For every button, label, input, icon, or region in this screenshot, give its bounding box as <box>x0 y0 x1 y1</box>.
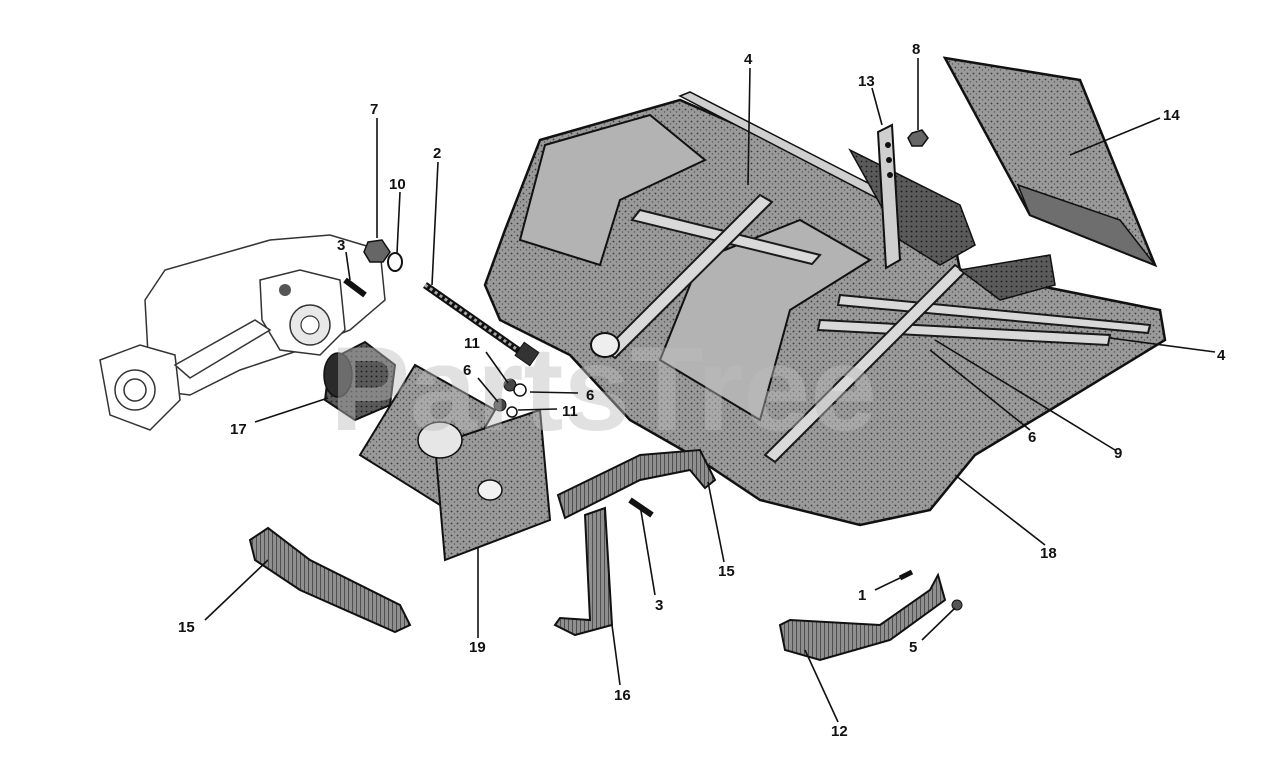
callout-13: 13 <box>858 73 875 90</box>
callout-9: 9 <box>1114 445 1122 462</box>
callouts: 1 2 3 3 4 4 5 6 6 6 7 8 9 10 11 11 12 13… <box>178 41 1226 740</box>
coupling-part-17 <box>323 340 397 422</box>
callout-10: 10 <box>389 176 406 193</box>
tine-part-15-left <box>248 526 412 634</box>
callout-4a: 4 <box>744 51 753 68</box>
leader-lines <box>204 58 1216 723</box>
rear-flap-part-14 <box>942 56 1158 268</box>
callout-6b: 6 <box>586 387 594 404</box>
long-bolt-part-2 <box>422 282 540 367</box>
callout-1: 1 <box>858 587 866 604</box>
engine-gearbox-outline <box>99 234 386 431</box>
callout-16: 16 <box>614 687 631 704</box>
mounting-plate-part-19 <box>358 363 552 562</box>
callout-15b: 15 <box>718 563 735 580</box>
callout-5: 5 <box>909 639 917 656</box>
callout-18: 18 <box>1040 545 1057 562</box>
callout-19: 19 <box>469 639 486 656</box>
tine-part-15-right <box>556 448 717 520</box>
callout-6a: 6 <box>463 362 471 379</box>
callout-2: 2 <box>433 145 441 162</box>
callout-6c: 6 <box>1028 429 1036 446</box>
callout-7: 7 <box>370 101 378 118</box>
callout-17: 17 <box>230 421 247 438</box>
callout-11b: 11 <box>562 403 578 420</box>
callout-12: 12 <box>831 723 848 740</box>
callout-11a: 11 <box>464 335 480 352</box>
callout-14: 14 <box>1163 107 1180 124</box>
callout-4b: 4 <box>1217 347 1226 364</box>
tine-part-16 <box>553 506 614 637</box>
tiller-housing-part-18 <box>483 91 1167 527</box>
callout-3a: 3 <box>337 237 345 254</box>
watermark-text: PartsTree <box>330 322 877 456</box>
bracket-part-13 <box>876 123 902 270</box>
callout-3b: 3 <box>655 597 663 614</box>
tine-part-12 <box>778 572 947 662</box>
callout-8: 8 <box>912 41 920 58</box>
callout-15a: 15 <box>178 619 195 636</box>
